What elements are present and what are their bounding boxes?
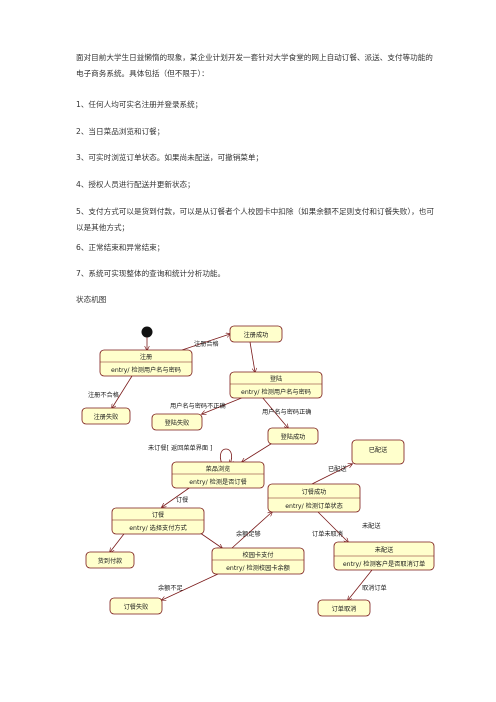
label-login-right: 用户名与密码正确 — [262, 408, 312, 416]
svg-text:未配送: 未配送 — [375, 546, 394, 554]
state-register-ok: 注册成功 — [229, 325, 283, 343]
svg-text:entry/ 选择支付方式: entry/ 选择支付方式 — [129, 524, 187, 532]
label-not-ordered: 未订餐[ 返回菜单界面 ] — [148, 444, 212, 452]
transition-delivered — [311, 464, 352, 485]
state-delivered: 已配送 — [351, 439, 405, 465]
requirement-item: 7、系统可实现整体的查询和统计分析功能。 — [76, 269, 226, 278]
transition-register-ok — [181, 334, 230, 351]
state-login-ok: 登陆成功 — [267, 427, 319, 445]
label-ordered: 订餐 — [176, 496, 188, 504]
requirement-item: 5、支付方式可以是货到付款，可以是从订餐者个人校园卡中扣除（如果余额不足则支付和… — [76, 207, 434, 232]
state-cancelled: 订单取消 — [317, 599, 371, 617]
state-machine-diagram: 注册 entry/ 检测用户名与密码 注册成功 注册失败 登陆 entry/ 检… — [81, 325, 435, 617]
label-not-cancelled: 订单未取消 — [312, 530, 343, 538]
svg-text:货到付款: 货到付款 — [98, 557, 123, 565]
transition-balance-low — [162, 573, 219, 600]
svg-text:entry/ 检测用户名与密码: entry/ 检测用户名与密码 — [111, 366, 181, 374]
svg-text:登陆失败: 登陆失败 — [165, 419, 190, 427]
state-login: 登陆 entry/ 检测用户名与密码 — [229, 371, 323, 399]
state-order-ok: 订餐成功 entry/ 检测订单状态 — [267, 483, 361, 513]
state-register-fail: 注册失败 — [81, 407, 131, 425]
svg-text:注册失败: 注册失败 — [94, 413, 119, 421]
transition-balance-ok — [231, 512, 272, 549]
transition-login-fail — [202, 396, 245, 414]
label-reg-qualified: 注册合格 — [194, 340, 220, 348]
label-cancel-order: 取消订单 — [362, 584, 387, 592]
requirement-item: 1、任何人均可实名注册并登录系统； — [76, 100, 203, 109]
state-cod: 货到付款 — [85, 551, 135, 569]
transition-self-loop — [220, 448, 231, 464]
transition-cancel — [348, 569, 373, 600]
svg-text:已配送: 已配送 — [369, 446, 388, 454]
svg-text:entry/ 检测订单状态: entry/ 检测订单状态 — [285, 502, 343, 510]
svg-text:登陆成功: 登陆成功 — [281, 433, 306, 441]
label-balance-ok: 余额足够 — [236, 530, 261, 538]
svg-text:校园卡支付: 校园卡支付 — [243, 551, 274, 559]
svg-text:订餐成功: 订餐成功 — [302, 488, 327, 496]
state-order: 订餐 entry/ 选择支付方式 — [111, 507, 205, 535]
transition-register-fail — [112, 375, 133, 408]
svg-text:订餐: 订餐 — [152, 511, 164, 519]
section-title: 状态机图 — [76, 295, 107, 304]
requirement-item: 3、可实时浏览订单状态。如果尚未配送，可撤销菜单； — [76, 153, 264, 162]
svg-text:订单取消: 订单取消 — [332, 605, 357, 613]
transition-to-login — [249, 341, 255, 372]
svg-text:entry/ 检测是否订餐: entry/ 检测是否订餐 — [189, 478, 247, 486]
state-card: 校园卡支付 entry/ 检测校园卡余额 — [211, 547, 305, 575]
svg-text:注册成功: 注册成功 — [244, 331, 269, 339]
svg-text:entry/ 检测用户名与密码: entry/ 检测用户名与密码 — [241, 388, 311, 396]
label-reg-unqualified: 注册不合格 — [88, 391, 120, 399]
state-login-fail: 登陆失败 — [151, 413, 203, 431]
label-delivered: 已配送 — [328, 465, 347, 473]
transition-not-delivered — [317, 511, 348, 542]
intro-paragraph: 面对目前大学生日益懒惰的现象，某企业计划开发一套针对大学食堂的网上自动订餐、派送… — [76, 53, 433, 78]
transition-ordered — [162, 485, 193, 507]
svg-text:entry/ 检测客户是否取消订单: entry/ 检测客户是否取消订单 — [343, 560, 425, 568]
label-login-wrong: 用户名与密码不正确 — [170, 402, 226, 410]
label-not-delivered: 未配送 — [362, 522, 381, 530]
svg-text:订餐失败: 订餐失败 — [124, 603, 149, 611]
svg-text:entry/ 检测校园卡余额: entry/ 检测校园卡余额 — [226, 564, 291, 572]
state-browse: 菜品浏览 entry/ 检测是否订餐 — [171, 461, 265, 489]
label-balance-low: 余额不足 — [158, 584, 183, 592]
initial-node — [141, 326, 153, 338]
svg-text:菜品浏览: 菜品浏览 — [206, 465, 231, 473]
state-register: 注册 entry/ 检测用户名与密码 — [99, 349, 193, 377]
svg-text:登陆: 登陆 — [270, 375, 282, 383]
requirement-item: 4、授权人员进行配送并更新状态； — [76, 180, 195, 189]
state-undelivered: 未配送 entry/ 检测客户是否取消订单 — [333, 541, 435, 571]
requirement-item: 6、正常结束和异常结束； — [76, 243, 165, 252]
requirement-item: 2、当日菜品浏览和订餐； — [76, 127, 165, 136]
svg-text:注册: 注册 — [140, 353, 152, 361]
transition-login-ok — [261, 396, 288, 428]
state-order-fail: 订餐失败 — [109, 597, 163, 615]
